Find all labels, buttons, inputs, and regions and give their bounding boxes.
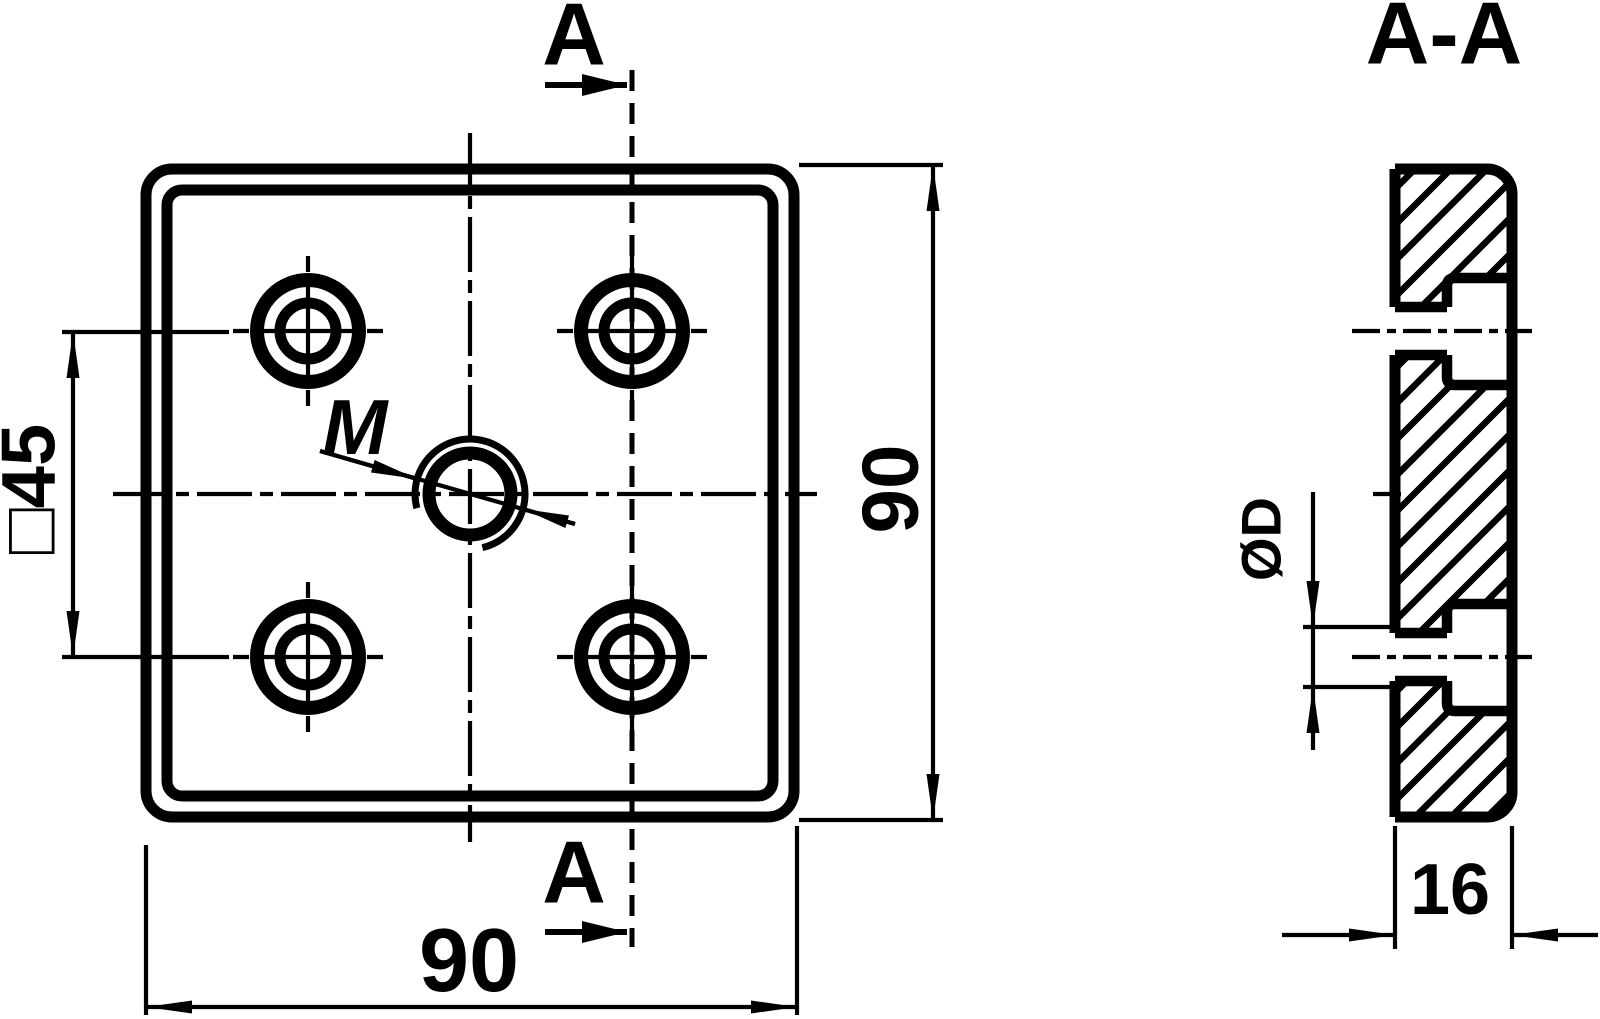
section-outline xyxy=(1395,163,1518,823)
section-arrow-top: A xyxy=(542,0,627,96)
dim-height-right: 90 xyxy=(799,162,943,823)
front-view: A A □45 90 90 xyxy=(0,0,943,1015)
dim-thickness: 16 xyxy=(1282,826,1598,949)
dim-hole-diameter: ØD xyxy=(1230,492,1396,750)
section-label-top: A xyxy=(542,0,606,84)
thread-label-text: M xyxy=(323,383,390,471)
dim-thickness-text: 16 xyxy=(1410,850,1490,930)
section-arrow-bottom: A xyxy=(542,823,627,943)
dim-hole-diameter-text: ØD xyxy=(1230,497,1293,581)
dim-width-text: 90 xyxy=(419,911,519,1011)
section-view: A-A 16 ØD xyxy=(1230,0,1598,949)
dim-height-text: 90 xyxy=(846,445,935,534)
thread-callout: M xyxy=(319,383,576,528)
plate-outer-outline xyxy=(140,163,800,823)
plate-inner-outline xyxy=(161,184,779,802)
section-label-bottom: A xyxy=(542,823,606,922)
dim-width-bottom: 90 xyxy=(143,826,800,1015)
section-view-title: A-A xyxy=(1366,0,1522,83)
leader-arrow-upper xyxy=(319,448,418,482)
thread-major-arc xyxy=(411,435,529,552)
dim-hole-spacing-text: □45 xyxy=(0,424,72,554)
thread-minor-circle xyxy=(422,446,518,542)
dim-hole-spacing: □45 xyxy=(0,329,229,660)
section-body-hatch xyxy=(1395,169,1512,817)
center-thread-hole xyxy=(411,435,529,552)
leader-arrow-lower xyxy=(522,506,576,528)
